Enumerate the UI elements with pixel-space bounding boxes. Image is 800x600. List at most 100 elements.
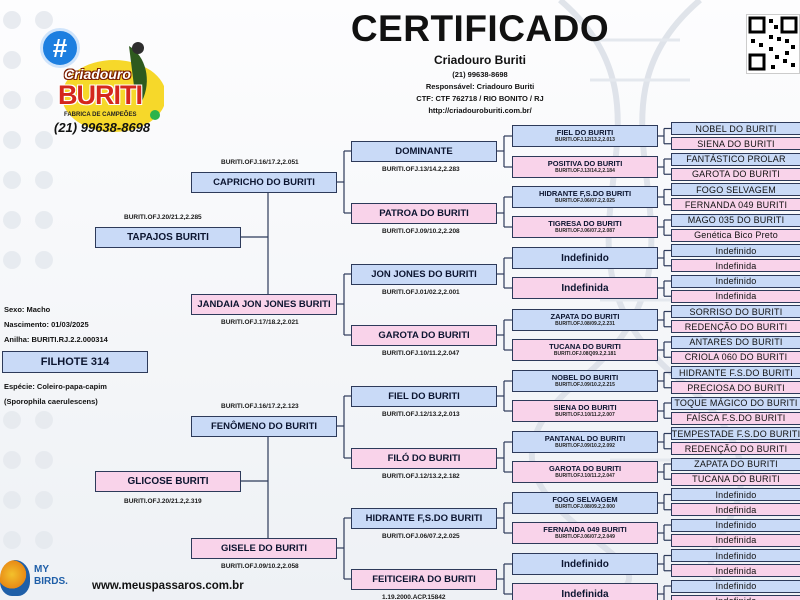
gen3-ancestor-name: FILÓ DO BURITI	[387, 453, 461, 464]
bird-species: Espécie: Coleiro-papa-capim	[4, 382, 107, 391]
gen5-ancestor-box[interactable]: Indefinida	[671, 289, 800, 303]
gen5-ancestor-box[interactable]: TUCANA DO BURITI	[671, 472, 800, 486]
gen3-ancestor-box[interactable]: PATROA DO BURITI	[351, 203, 497, 224]
gen5-ancestor-box[interactable]: Indefinido	[671, 488, 800, 501]
gen5-ancestor-box[interactable]: Indefinido	[671, 518, 800, 532]
logo-phone: (21) 99638-8698	[54, 120, 151, 135]
gen5-ancestor-box[interactable]: PRECIOSA DO BURITI	[671, 381, 800, 395]
gen5-ancestor-name: REDENÇÃO DO BURITI	[684, 321, 788, 332]
gen4-ancestor-ring: BURITI.OFJ.08Q09.2,2.181	[553, 351, 617, 357]
gen5-ancestor-box[interactable]: NOBEL DO BURITI	[671, 122, 800, 135]
gen5-ancestor-box[interactable]: GAROTA DO BURITI	[671, 167, 800, 181]
gen2-grandparent-box[interactable]: CAPRICHO DO BURITI	[191, 172, 337, 193]
gen5-ancestor-box[interactable]: MAGO 035 DO BURITI	[671, 213, 800, 227]
gen3-ancestor-box[interactable]: JON JONES DO BURITI	[351, 264, 497, 285]
gen2-grandparent-box[interactable]: JANDAIA JON JONES BURITI	[191, 294, 337, 315]
gen5-ancestor-box[interactable]: FERNANDA 049 BURITI	[671, 198, 800, 212]
breeder-name: Criadouro Buriti	[434, 53, 526, 67]
gen3-ancestor-box[interactable]: FEITICEIRA DO BURITI	[351, 569, 497, 590]
gen3-ancestor-box[interactable]: GAROTA DO BURITI	[351, 325, 497, 346]
gen5-ancestor-box[interactable]: ANTARES DO BURITI	[671, 335, 800, 349]
gen5-ancestor-name: REDENÇÃO DO BURITI	[684, 443, 788, 454]
gen4-ancestor-box[interactable]: Indefinido	[512, 247, 658, 269]
gen5-ancestor-box[interactable]: ZAPATA DO BURITI	[671, 457, 800, 471]
gen4-ancestor-box[interactable]: Indefinido	[512, 553, 658, 575]
gen5-ancestor-box[interactable]: FOGO SELVAGEM	[671, 183, 800, 196]
gen5-ancestor-box[interactable]: REDENÇÃO DO BURITI	[671, 442, 800, 456]
logo-line2: BURITI	[58, 80, 143, 110]
gen3-ancestor-box[interactable]: FIEL DO BURITI	[351, 386, 497, 407]
gen5-ancestor-box[interactable]: Indefinida	[671, 594, 800, 600]
gen2-grandparent-name: FENÔMENO DO BURITI	[210, 421, 318, 432]
gen5-ancestor-name: Indefinido	[715, 520, 757, 530]
gen2-grandparent-box[interactable]: GISELE DO BURITI	[191, 538, 337, 559]
bird-name-box[interactable]: FILHOTE 314	[2, 351, 148, 373]
gen5-ancestor-box[interactable]: SIENA DO BURITI	[671, 137, 800, 151]
gen5-ancestor-box[interactable]: TOQUE MÁGICO DO BURITI	[671, 396, 800, 410]
gen5-ancestor-box[interactable]: HIDRANTE F.S.DO BURITI	[671, 366, 800, 379]
gen4-ancestor-ring: BURITI.OFJ.13/14.2,2.184	[555, 168, 615, 174]
footer-url[interactable]: www.meuspassaros.com.br	[92, 580, 244, 592]
gen5-ancestor-box[interactable]: Indefinida	[671, 533, 800, 547]
gen5-ancestor-box[interactable]: Indefinido	[671, 579, 800, 593]
gen3-ancestor-box[interactable]: HIDRANTE F,S.DO BURITI	[351, 508, 497, 529]
gen5-ancestor-box[interactable]: REDENÇÃO DO BURITI	[671, 320, 800, 334]
gen1-parent-box[interactable]: GLICOSE BURITI	[95, 471, 241, 492]
gen5-ancestor-box[interactable]: Indefinida	[671, 564, 800, 578]
gen5-ancestor-name: NOBEL DO BURITI	[695, 123, 777, 134]
gen5-ancestor-name: Indefinido	[715, 245, 757, 256]
gen5-ancestor-box[interactable]: Indefinido	[671, 244, 800, 257]
gen5-ancestor-name: Indefinido	[715, 550, 757, 561]
gen5-ancestor-name: FERNANDA 049 BURITI	[684, 199, 788, 210]
gen3-ancestor-ring: BURITI.OFJ.09/10.2,2.208	[382, 228, 460, 235]
gen4-ancestor-box[interactable]: Indefinida	[512, 277, 658, 299]
gen5-ancestor-box[interactable]: Genética Bico Preto	[671, 228, 800, 242]
gen3-ancestor-box[interactable]: FILÓ DO BURITI	[351, 448, 497, 469]
gen1-parent-box[interactable]: TAPAJOS BURITI	[95, 227, 241, 248]
gen5-ancestor-box[interactable]: Indefinida	[671, 259, 800, 273]
gen3-ancestor-ring: BURITI.OFJ.06/07.2,2.025	[382, 533, 460, 540]
gen4-ancestor-box[interactable]: Indefinida	[512, 583, 658, 600]
gen5-ancestor-box[interactable]: Indefinido	[671, 274, 800, 288]
gen3-ancestor-ring: BURITI.OFJ.12/13.2,2.013	[382, 411, 460, 418]
gen5-ancestor-box[interactable]: CRIOLA 060 DO BURITI	[671, 350, 800, 364]
gen4-ancestor-ring: BURITI.OFJ.06/07.2,2.087	[555, 228, 615, 234]
gen3-ancestor-name: DOMINANTE	[395, 146, 453, 157]
gen5-ancestor-box[interactable]: SORRISO DO BURITI	[671, 305, 800, 318]
gen5-ancestor-box[interactable]: TEMPESTADE F.S.DO BURITI	[671, 427, 800, 440]
gen4-ancestor-name: FERNANDA 049 BURITI	[543, 525, 627, 534]
gen5-ancestor-name: SIENA DO BURITI	[697, 138, 775, 149]
gen4-ancestor-name: TIGRESA DO BURITI	[548, 219, 622, 228]
bird-sex: Sexo: Macho	[4, 305, 51, 314]
gen5-ancestor-box[interactable]: Indefinido	[671, 549, 800, 562]
gen4-ancestor-ring: BURITI.OFJ.10/11.2,2.007	[555, 412, 615, 418]
gen2-grandparent-ring: BURITI.OFJ.09/10.2,2.058	[221, 563, 299, 570]
gen4-ancestor-ring: BURITI.OFJ.09/10.2,2.215	[555, 382, 615, 388]
gen2-grandparent-name: GISELE DO BURITI	[220, 543, 308, 554]
gen4-ancestor-name: PANTANAL DO BURITI	[544, 434, 626, 443]
gen5-ancestor-box[interactable]: FANTÁSTICO PROLAR	[671, 152, 800, 166]
qr-code-icon	[748, 16, 798, 71]
gen5-ancestor-name: Indefinida	[715, 565, 757, 576]
gen2-grandparent-box[interactable]: FENÔMENO DO BURITI	[191, 416, 337, 437]
gen2-grandparent-name: JANDAIA JON JONES BURITI	[197, 299, 331, 310]
logo-tagline: FABRICA DE CAMPEÕES	[64, 112, 137, 118]
breeder-url[interactable]: http://criadouroburiti.com.br/	[428, 106, 532, 115]
gen3-ancestor-box[interactable]: DOMINANTE	[351, 141, 497, 162]
gen4-ancestor-ring: BURITI.OFJ.12/13.2,2.013	[555, 137, 615, 143]
mybirds-line1: MY	[34, 564, 49, 575]
gen5-ancestor-box[interactable]: FAÍSCA F.S.DO BURITI	[671, 411, 800, 425]
gen5-ancestor-box[interactable]: Indefinida	[671, 503, 800, 517]
